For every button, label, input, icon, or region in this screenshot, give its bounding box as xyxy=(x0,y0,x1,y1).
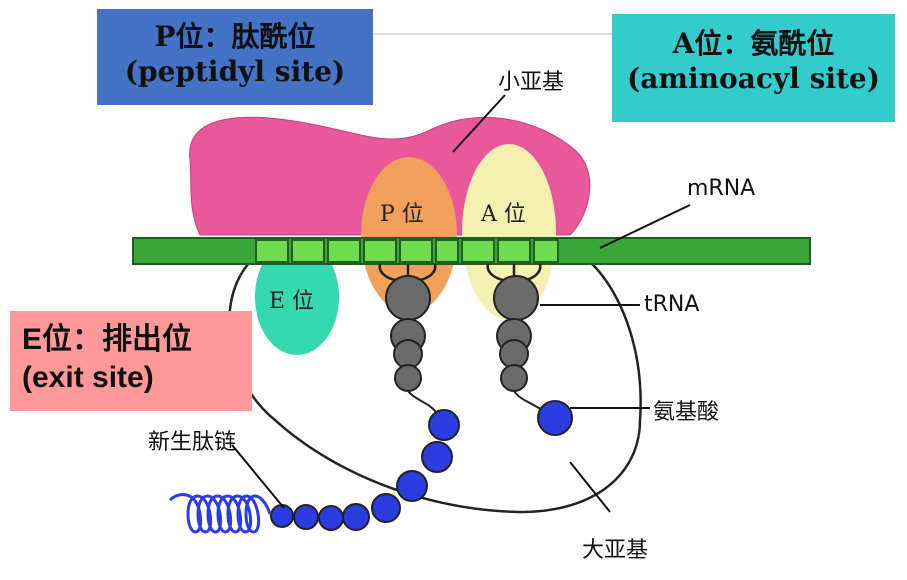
e-site-subtitle: (exit site) xyxy=(22,360,154,394)
a-site-label: A 位 xyxy=(481,202,526,227)
large-subunit-label: 大亚基 xyxy=(582,538,649,563)
nascent-peptide-label: 新生肽链 xyxy=(148,430,237,455)
codon-boxes xyxy=(255,239,559,263)
pointer-lines xyxy=(231,94,691,513)
trna-a-link xyxy=(513,390,543,411)
a-site-box: A位：氨酰位 (aminoacyl site) xyxy=(612,14,895,122)
e-site-label: E 位 xyxy=(269,289,315,314)
trna-p-link xyxy=(407,390,437,413)
peptide-chain xyxy=(270,409,460,531)
amino-acid xyxy=(537,400,573,436)
e-site xyxy=(255,239,339,355)
trna-a-body xyxy=(493,275,539,392)
e-site-title: E位：排出位 xyxy=(22,323,193,356)
trna-label: tRNA xyxy=(644,292,700,317)
mrna-label: mRNA xyxy=(687,176,756,201)
a-site xyxy=(462,144,556,320)
e-site-box: E位：排出位 (exit site) xyxy=(10,311,252,411)
peptide-helix xyxy=(168,493,272,534)
amino-acid-label: 氨基酸 xyxy=(653,400,720,425)
a-site-subtitle: (aminoacyl site) xyxy=(627,62,880,95)
p-site-label: P 位 xyxy=(380,202,424,227)
p-site-box: P位：肽酰位 (peptidyl site) xyxy=(97,9,373,105)
p-site-title: P位：肽酰位 xyxy=(154,20,316,53)
a-site-title: A位：氨酰位 xyxy=(672,27,835,60)
trna-p-body xyxy=(385,275,431,392)
small-subunit-label: 小亚基 xyxy=(498,70,565,95)
p-site-subtitle: (peptidyl site) xyxy=(124,55,346,88)
